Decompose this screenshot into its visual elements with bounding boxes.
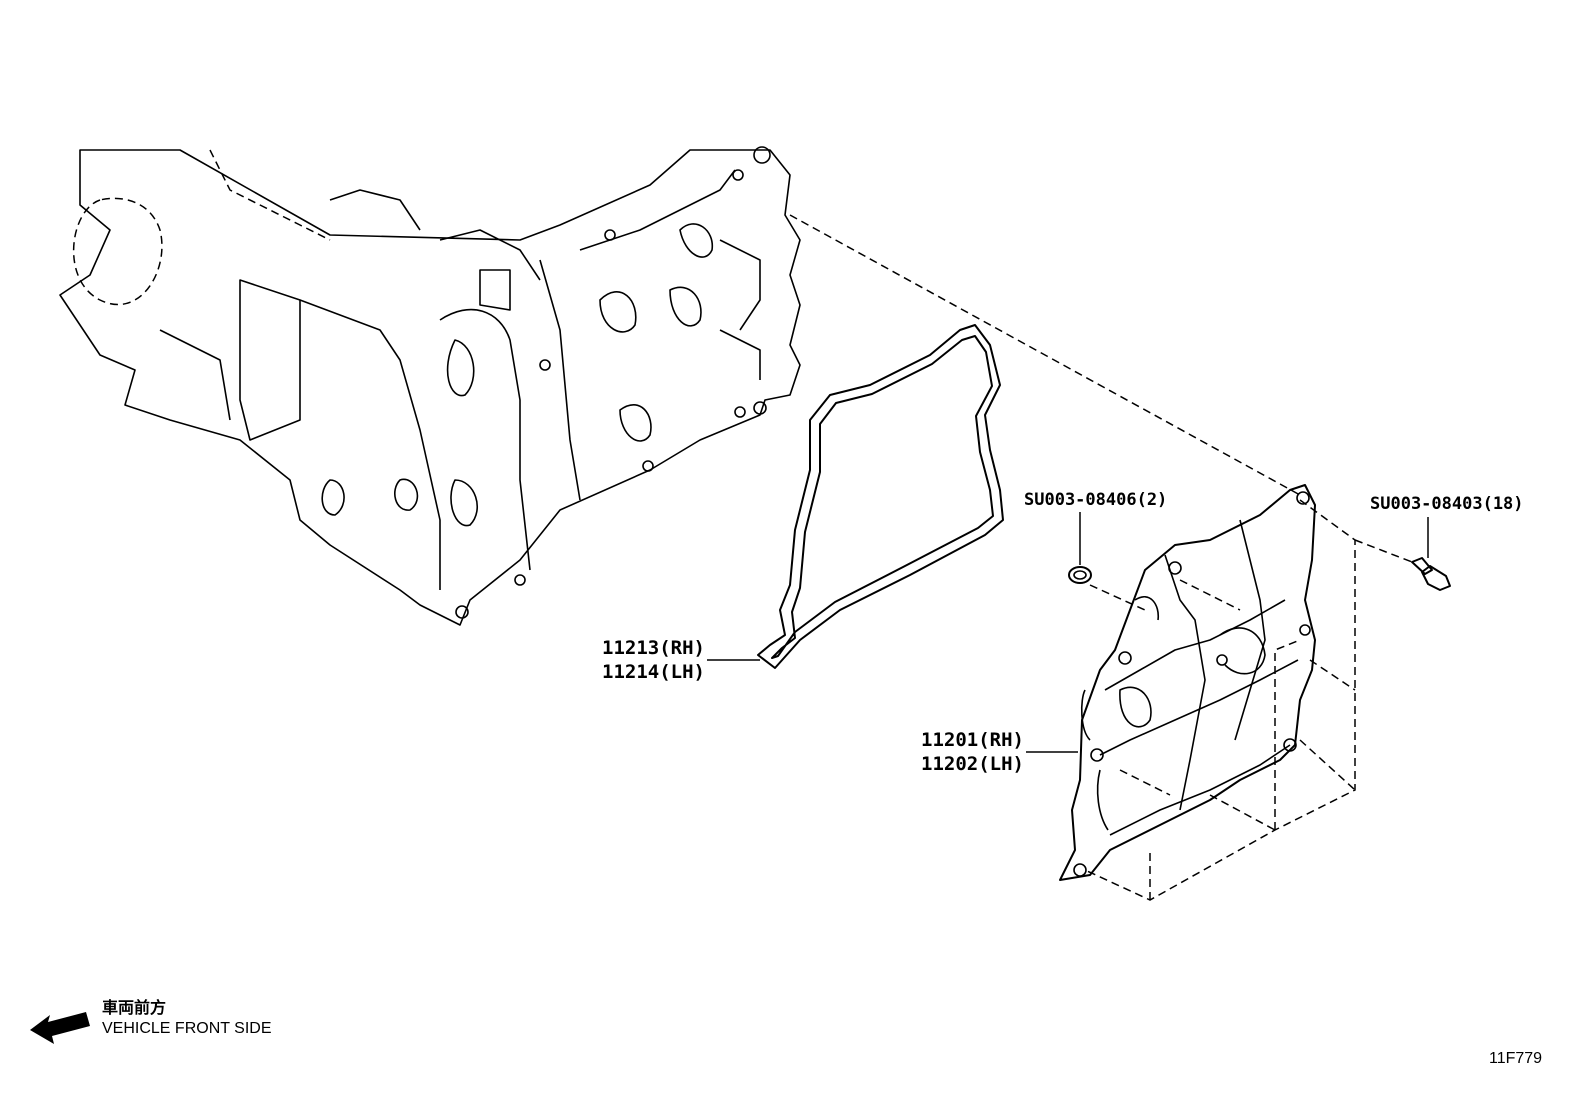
rocker-cover-illustration [1059,484,1356,901]
seal-part-number: SU003-08406(2) [1024,490,1168,510]
left-arrow-icon [30,1012,90,1044]
seal-illustration [1068,566,1092,584]
cover-part-number-rh: 11201(RH) [921,729,1024,751]
vehicle-front-side-english: VEHICLE FRONT SIDE [102,1020,272,1037]
gasket-part-number-rh: 11213(RH) [602,637,705,659]
figure-id: 11F779 [1489,1050,1543,1067]
assembly-line [789,214,1301,496]
bolt-part-number: SU003-08403(18) [1370,494,1524,514]
vehicle-front-side-japanese: 車両前方 [102,1000,167,1017]
cover-part-number-lh: 11202(LH) [921,753,1024,775]
gasket-part-number-lh: 11214(LH) [602,661,705,683]
gasket-illustration [757,324,1004,669]
engine-block-illustration [59,146,801,626]
bolt-illustration [1354,539,1451,591]
